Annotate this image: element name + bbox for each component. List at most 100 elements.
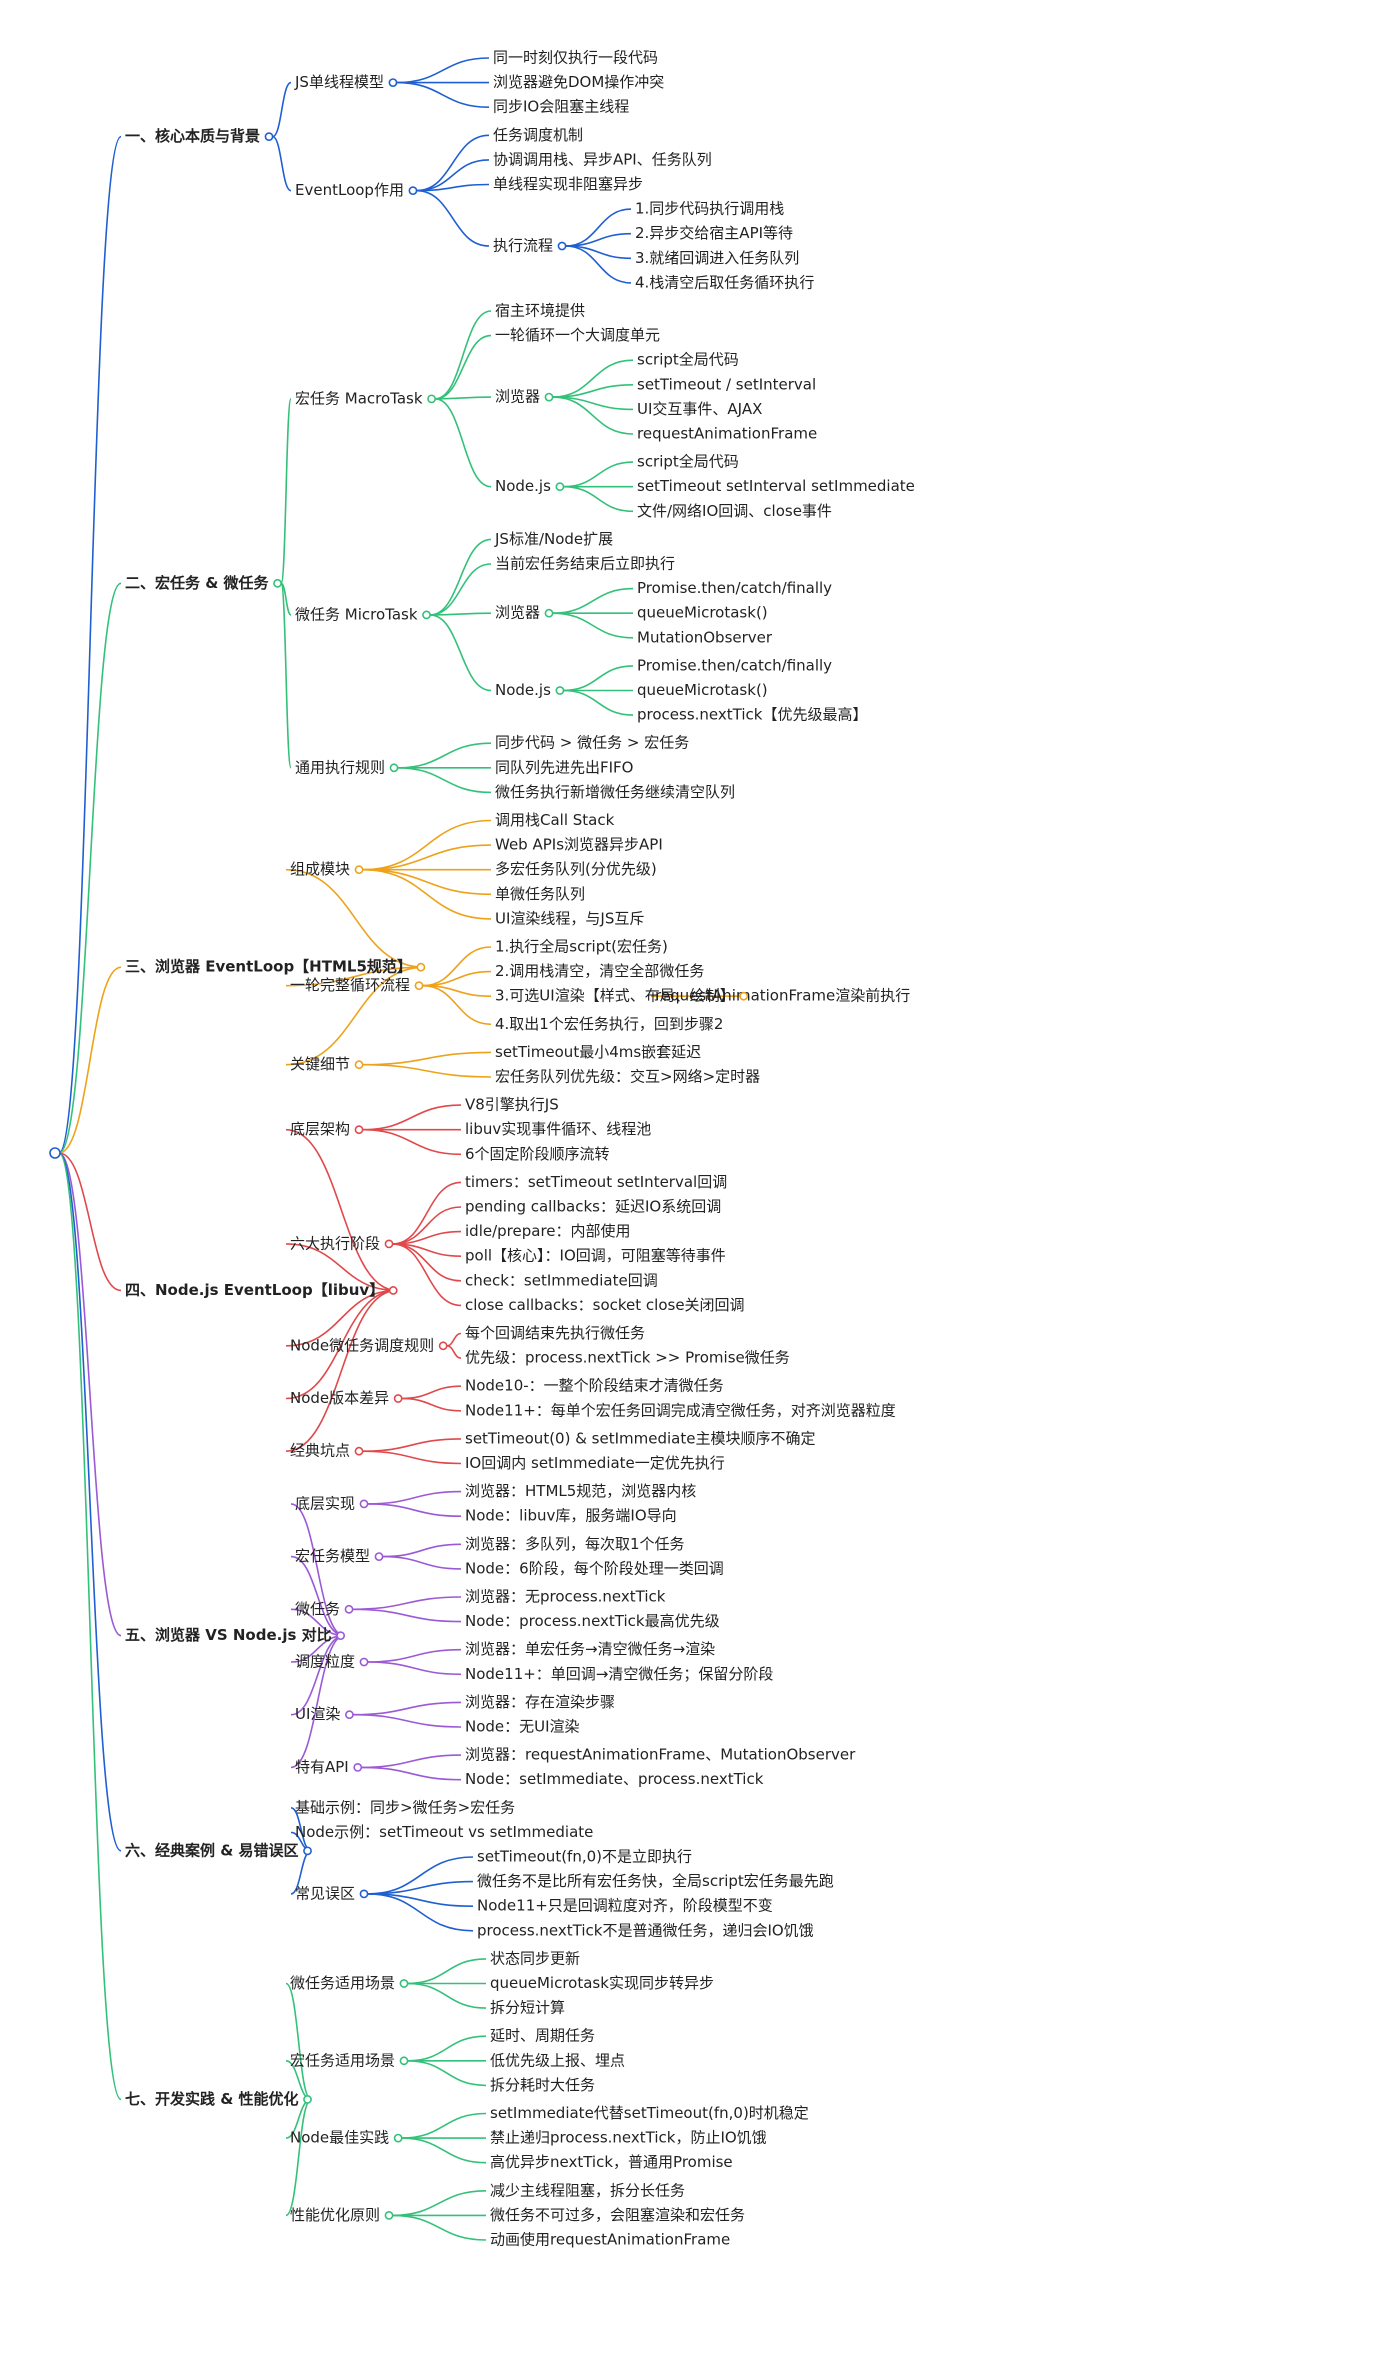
branch-connector xyxy=(285,1289,397,1452)
expand-collapse-toggle[interactable] xyxy=(359,1889,369,1899)
expand-collapse-toggle[interactable] xyxy=(303,1846,312,1856)
branch-connector xyxy=(392,1243,462,1307)
expand-collapse-toggle[interactable] xyxy=(422,610,431,620)
expand-collapse-toggle[interactable] xyxy=(416,962,426,972)
branch-connector xyxy=(392,1181,462,1245)
expand-collapse-toggle[interactable] xyxy=(303,2095,312,2104)
leaf-node: 一轮循环一个大调度单元 xyxy=(495,326,660,344)
branch-connector xyxy=(367,1490,462,1505)
topic-node: 浏览器 xyxy=(495,604,540,622)
leaf-node: 协调调用栈、异步API、任务队列 xyxy=(493,150,712,168)
expand-collapse-toggle[interactable] xyxy=(359,1657,369,1667)
expand-collapse-toggle[interactable] xyxy=(393,2133,403,2143)
branch-connector xyxy=(290,1634,345,1716)
branch-connector xyxy=(407,2060,487,2087)
branch-connector xyxy=(430,538,492,616)
expand-collapse-toggle[interactable] xyxy=(344,1604,354,1614)
leaf-node: 浏览器：存在渲染步骤 xyxy=(465,1693,615,1711)
leaf-node: 文件/网络IO回调、close事件 xyxy=(637,502,832,520)
leaf-node: queueMicrotask() xyxy=(637,604,768,622)
expand-collapse-toggle[interactable] xyxy=(414,981,424,991)
leaf-node: 拆分耗时大任务 xyxy=(490,2076,595,2094)
branch-connector xyxy=(58,966,122,1154)
expand-collapse-toggle[interactable] xyxy=(388,1286,398,1295)
branch-connector xyxy=(58,1152,122,2101)
branch-connector xyxy=(290,1634,345,1769)
branch-connector xyxy=(407,2035,487,2062)
branch-connector xyxy=(285,1128,397,1292)
branch-connector xyxy=(435,398,492,488)
expand-collapse-toggle[interactable] xyxy=(359,1499,369,1509)
leaf-node: script全局代码 xyxy=(637,351,739,369)
leaf-node: 3.就绪回调进入任务队列 xyxy=(635,249,799,267)
expand-collapse-toggle[interactable] xyxy=(273,578,282,588)
branch-connector xyxy=(272,81,292,138)
branch-connector xyxy=(367,1856,474,1895)
expand-collapse-toggle[interactable] xyxy=(408,186,418,196)
branch-connector xyxy=(552,396,634,435)
branch-connector xyxy=(392,1206,462,1245)
topic-node: 三、浏览器 EventLoop【HTML5规范】 xyxy=(125,958,412,976)
branch-connector xyxy=(367,1503,462,1517)
leaf-node: 宏任务队列优先级：交互>网络>定时器 xyxy=(495,1068,760,1086)
expand-collapse-toggle[interactable] xyxy=(544,608,554,618)
expand-collapse-toggle[interactable] xyxy=(388,78,398,87)
branch-connector xyxy=(563,689,634,716)
root-node-toggle[interactable] xyxy=(49,1147,61,1159)
expand-collapse-toggle[interactable] xyxy=(264,132,274,142)
leaf-node: Node11+：每单个宏任务回调完成清空微任务，对齐浏览器粒度 xyxy=(465,1401,896,1419)
leaf-node: setImmediate代替setTimeout(fn,0)时机稳定 xyxy=(490,2104,809,2122)
expand-collapse-toggle[interactable] xyxy=(427,394,436,404)
topic-node: Node微任务调度规则 xyxy=(290,1336,434,1354)
leaf-node: 浏览器：单宏任务→清空微任务→渲染 xyxy=(465,1640,715,1658)
expand-collapse-toggle[interactable] xyxy=(389,763,399,773)
expand-collapse-toggle[interactable] xyxy=(354,1060,364,1070)
expand-collapse-toggle[interactable] xyxy=(557,241,567,251)
topic-node: Node.js xyxy=(495,477,551,495)
branch-connector xyxy=(416,134,490,192)
branch-connector xyxy=(285,966,425,987)
expand-collapse-toggle[interactable] xyxy=(353,1763,363,1772)
leaf-node: 当前宏任务结束后立即执行 xyxy=(495,555,675,573)
branch-connector xyxy=(362,1104,462,1131)
leaf-node: check：setImmediate回调 xyxy=(465,1271,658,1289)
leaf-node: 单线程实现非阻塞异步 xyxy=(493,175,643,193)
branch-connector xyxy=(565,245,632,284)
expand-collapse-toggle[interactable] xyxy=(336,1631,346,1641)
expand-collapse-toggle[interactable] xyxy=(345,1710,354,1720)
expand-collapse-toggle[interactable] xyxy=(399,2056,409,2066)
branch-connector xyxy=(361,1766,462,1781)
expand-collapse-toggle[interactable] xyxy=(438,1341,448,1351)
leaf-node: 优先级：process.nextTick >> Promise微任务 xyxy=(465,1349,790,1367)
leaf-node: 任务调度机制 xyxy=(493,126,583,144)
expand-collapse-toggle[interactable] xyxy=(354,1446,364,1456)
topic-node: Node.js xyxy=(495,681,551,699)
branch-connector xyxy=(430,612,492,616)
leaf-node: setTimeout(0) & setImmediate主模块顺序不确定 xyxy=(465,1429,815,1447)
branch-connector xyxy=(382,1543,462,1558)
leaf-node: 禁止递归process.nextTick，防止IO饥饿 xyxy=(490,2129,767,2147)
leaf-node: Web APIs浏览器异步API xyxy=(495,836,663,854)
branch-connector xyxy=(280,398,292,585)
leaf-node: process.nextTick【优先级最高】 xyxy=(637,706,867,724)
branch-connector xyxy=(416,159,490,192)
leaf-node: poll【核心】：IO回调，可阻塞等待事件 xyxy=(465,1247,726,1265)
expand-collapse-toggle[interactable] xyxy=(399,1979,409,1988)
leaf-node: 1.同步代码执行调用栈 xyxy=(635,200,784,218)
expand-collapse-toggle[interactable] xyxy=(544,392,554,402)
topic-node: 一轮完整循环流程 xyxy=(290,976,410,994)
expand-collapse-toggle[interactable] xyxy=(555,482,565,492)
expand-collapse-toggle[interactable] xyxy=(739,991,749,1001)
expand-collapse-toggle[interactable] xyxy=(384,2210,394,2220)
expand-collapse-toggle[interactable] xyxy=(354,865,364,875)
leaf-node: setTimeout(fn,0)不是立即执行 xyxy=(477,1848,692,1866)
leaf-node: 减少主线程阻塞，拆分长任务 xyxy=(490,2181,685,2199)
expand-collapse-toggle[interactable] xyxy=(354,1125,364,1135)
expand-collapse-toggle[interactable] xyxy=(374,1552,384,1561)
leaf-node: 浏览器：HTML5规范，浏览器内核 xyxy=(465,1482,696,1500)
expand-collapse-toggle[interactable] xyxy=(384,1239,394,1249)
topic-node: 组成模块 xyxy=(290,860,350,878)
expand-collapse-toggle[interactable] xyxy=(393,1394,403,1403)
expand-collapse-toggle[interactable] xyxy=(555,686,565,695)
leaf-node: Promise.then/catch/finally xyxy=(637,579,832,597)
